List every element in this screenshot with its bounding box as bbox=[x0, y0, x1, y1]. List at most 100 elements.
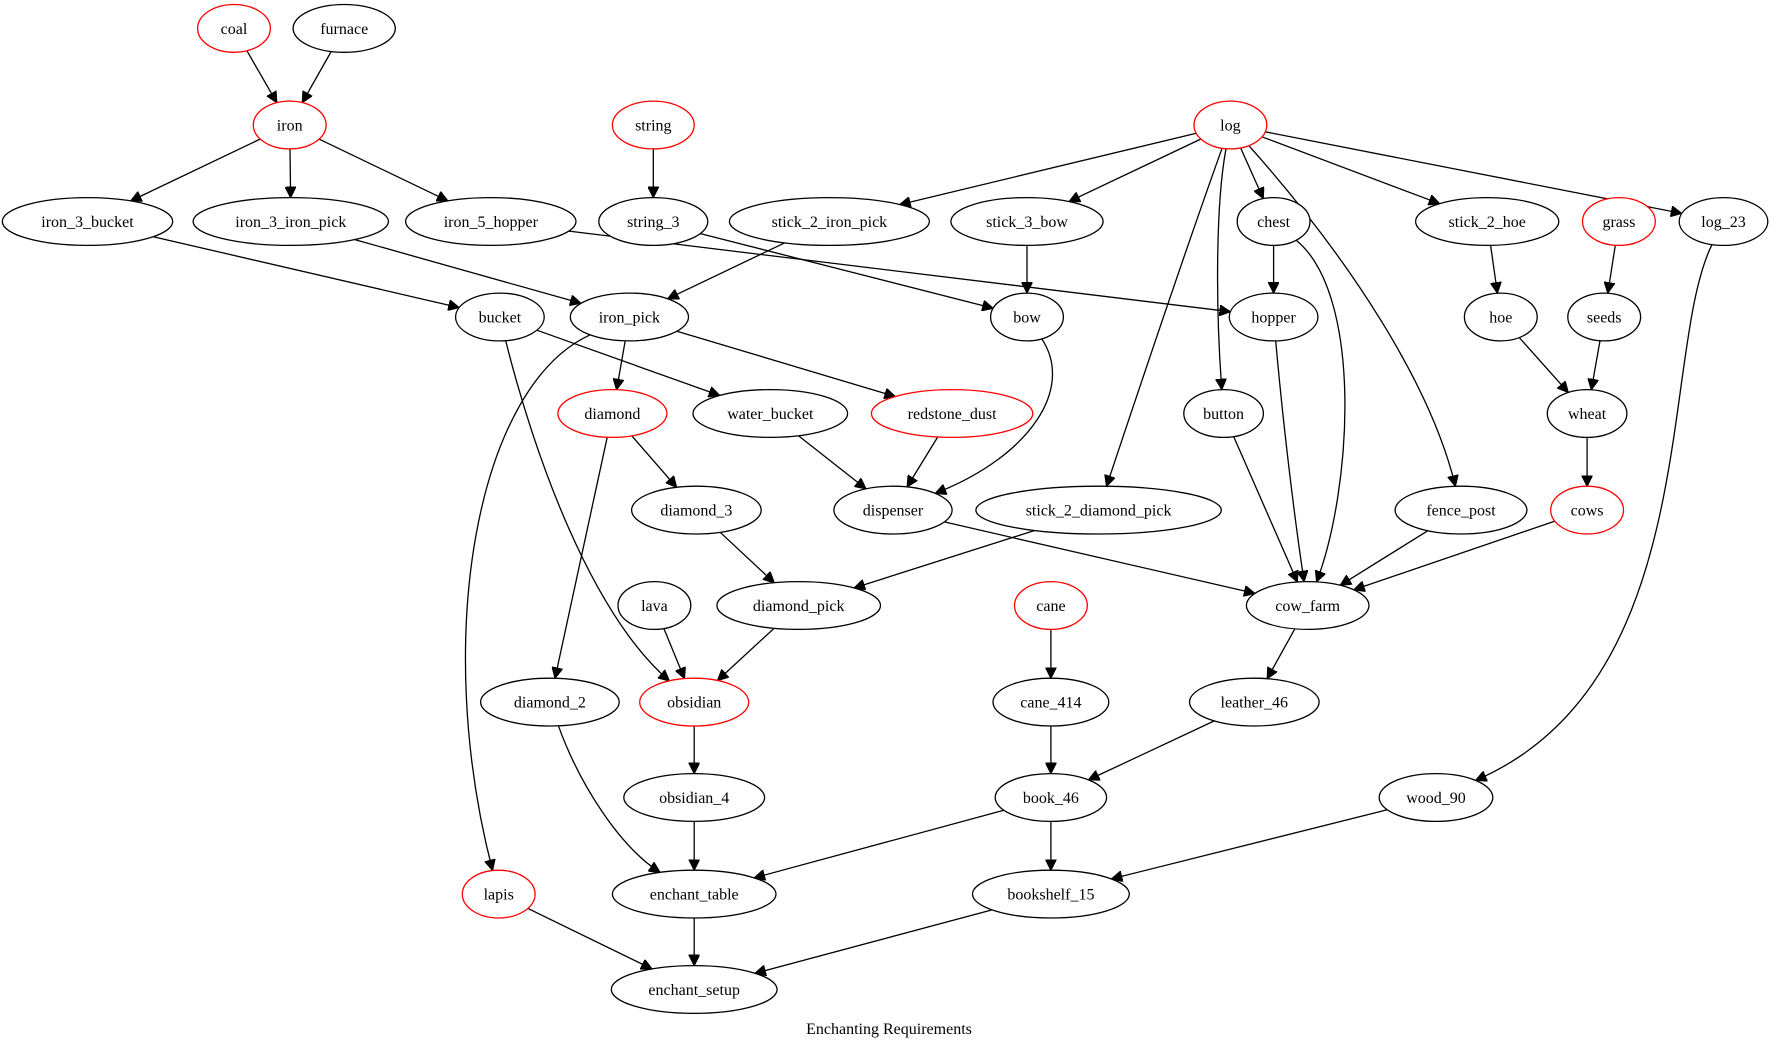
node-seeds: seeds bbox=[1567, 292, 1642, 342]
node-label: lapis bbox=[484, 887, 514, 904]
edge-seeds-to-wheat bbox=[1591, 340, 1601, 390]
edge-log-to-stick_2_hoe bbox=[1261, 136, 1440, 204]
node-furnace: furnace bbox=[292, 3, 396, 53]
node-label: obsidian_4 bbox=[659, 790, 729, 807]
node-water_bucket: water_bucket bbox=[692, 388, 849, 439]
node-label: chest bbox=[1257, 214, 1290, 231]
edge-diamond_2-to-enchant_table bbox=[557, 725, 660, 873]
node-iron_5_hopper: iron_5_hopper bbox=[404, 196, 577, 247]
node-ellipse bbox=[1228, 292, 1319, 342]
node-lapis: lapis bbox=[461, 869, 536, 919]
node-label: diamond_2 bbox=[514, 695, 586, 712]
node-ellipse bbox=[1546, 388, 1628, 439]
node-chest: chest bbox=[1236, 196, 1311, 247]
edge-log-to-stick_3_bow bbox=[1069, 138, 1202, 202]
node-ellipse bbox=[1188, 677, 1320, 727]
node-wheat: wheat bbox=[1546, 388, 1628, 439]
node-button: button bbox=[1183, 388, 1265, 439]
node-ellipse bbox=[1678, 196, 1769, 247]
node-ellipse bbox=[950, 196, 1104, 247]
node-label: obsidian bbox=[667, 695, 721, 712]
node-book_46: book_46 bbox=[994, 772, 1108, 823]
edge-iron_pick-to-lapis bbox=[464, 334, 591, 871]
node-ellipse bbox=[692, 388, 849, 439]
edge-iron_3_iron_pick-to-iron_pick bbox=[354, 238, 581, 304]
node-label: bookshelf_15 bbox=[1007, 887, 1094, 904]
node-redstone_dust: redstone_dust bbox=[870, 388, 1034, 439]
edge-furnace-to-iron bbox=[302, 51, 332, 103]
node-ellipse bbox=[610, 964, 778, 1015]
node-stick_3_bow: stick_3_bow bbox=[950, 196, 1104, 247]
node-label: grass bbox=[1602, 214, 1635, 231]
node-hoe: hoe bbox=[1463, 292, 1538, 342]
node-ellipse bbox=[1013, 580, 1088, 631]
node-label: wheat bbox=[1568, 406, 1607, 423]
node-label: coal bbox=[221, 21, 248, 38]
edge-iron-to-iron_3_iron_pick bbox=[290, 148, 291, 198]
node-label: water_bucket bbox=[727, 406, 814, 423]
node-label: stick_3_bow bbox=[986, 214, 1068, 231]
edge-log-to-stick_2_iron_pick bbox=[900, 132, 1197, 204]
node-ellipse bbox=[1183, 388, 1265, 439]
node-ellipse bbox=[598, 196, 709, 247]
edge-log_23-to-wood_90 bbox=[1476, 244, 1713, 781]
edge-lapis-to-enchant_setup bbox=[527, 907, 652, 969]
node-diamond_pick: diamond_pick bbox=[716, 580, 882, 631]
node-ellipse bbox=[992, 677, 1110, 727]
node-enchant_table: enchant_table bbox=[611, 869, 777, 919]
node-ellipse bbox=[1550, 485, 1625, 535]
node-label: iron_pick bbox=[599, 310, 660, 327]
edge-hoe-to-wheat bbox=[1518, 337, 1568, 393]
node-ellipse bbox=[1581, 196, 1656, 247]
node-bow: bow bbox=[989, 292, 1065, 342]
node-iron: iron bbox=[252, 100, 327, 150]
node-ellipse bbox=[479, 677, 620, 727]
node-label: cane bbox=[1036, 598, 1065, 615]
node-ellipse bbox=[569, 292, 690, 342]
node-ellipse bbox=[252, 100, 327, 150]
node-stick_2_diamond_pick: stick_2_diamond_pick bbox=[975, 485, 1222, 535]
node-ellipse bbox=[617, 580, 692, 631]
node-iron_3_iron_pick: iron_3_iron_pick bbox=[192, 196, 390, 247]
node-ellipse bbox=[630, 485, 762, 535]
node-label: iron_3_bucket bbox=[41, 214, 134, 231]
node-cow_farm: cow_farm bbox=[1245, 580, 1370, 631]
node-label: log_23 bbox=[1701, 214, 1745, 231]
edge-string_3-to-bow bbox=[700, 232, 993, 309]
node-ellipse bbox=[404, 196, 577, 247]
node-ellipse bbox=[1567, 292, 1642, 342]
edge-redstone_dust-to-dispenser bbox=[907, 436, 939, 487]
edge-log-to-button bbox=[1218, 148, 1226, 390]
node-ellipse bbox=[870, 388, 1034, 439]
edge-wood_90-to-bookshelf_15 bbox=[1111, 809, 1388, 879]
edge-iron_pick-to-redstone_dust bbox=[676, 330, 896, 396]
node-iron_3_bucket: iron_3_bucket bbox=[1, 196, 174, 247]
node-log: log bbox=[1193, 100, 1268, 150]
node-string_3: string_3 bbox=[598, 196, 709, 247]
edge-iron_pick-to-diamond bbox=[617, 340, 626, 390]
node-ellipse bbox=[1193, 100, 1268, 150]
node-wood_90: wood_90 bbox=[1378, 772, 1494, 823]
node-diamond: diamond bbox=[557, 388, 668, 439]
edge-water_bucket-to-dispenser bbox=[798, 435, 867, 489]
edge-log-to-chest bbox=[1240, 147, 1264, 199]
node-leather_46: leather_46 bbox=[1188, 677, 1320, 727]
node-ellipse bbox=[1236, 196, 1311, 247]
node-ellipse bbox=[461, 869, 536, 919]
node-coal: coal bbox=[196, 3, 272, 53]
node-label: dispenser bbox=[863, 503, 924, 520]
edge-stick_2_diamond_pick-to-diamond_pick bbox=[854, 529, 1035, 589]
edge-chest-to-cow_farm bbox=[1295, 239, 1346, 582]
node-label: cane_414 bbox=[1020, 695, 1081, 712]
node-bookshelf_15: bookshelf_15 bbox=[971, 869, 1130, 919]
node-stick_2_hoe: stick_2_hoe bbox=[1414, 196, 1560, 247]
node-obsidian: obsidian bbox=[639, 677, 750, 727]
edge-bow-to-dispenser bbox=[935, 338, 1054, 494]
edge-dispenser-to-cow_farm bbox=[944, 521, 1255, 594]
node-enchant_setup: enchant_setup bbox=[610, 964, 778, 1015]
edge-bucket-to-obsidian bbox=[505, 340, 670, 681]
node-label: cows bbox=[1571, 503, 1604, 520]
node-label: leather_46 bbox=[1221, 695, 1289, 712]
